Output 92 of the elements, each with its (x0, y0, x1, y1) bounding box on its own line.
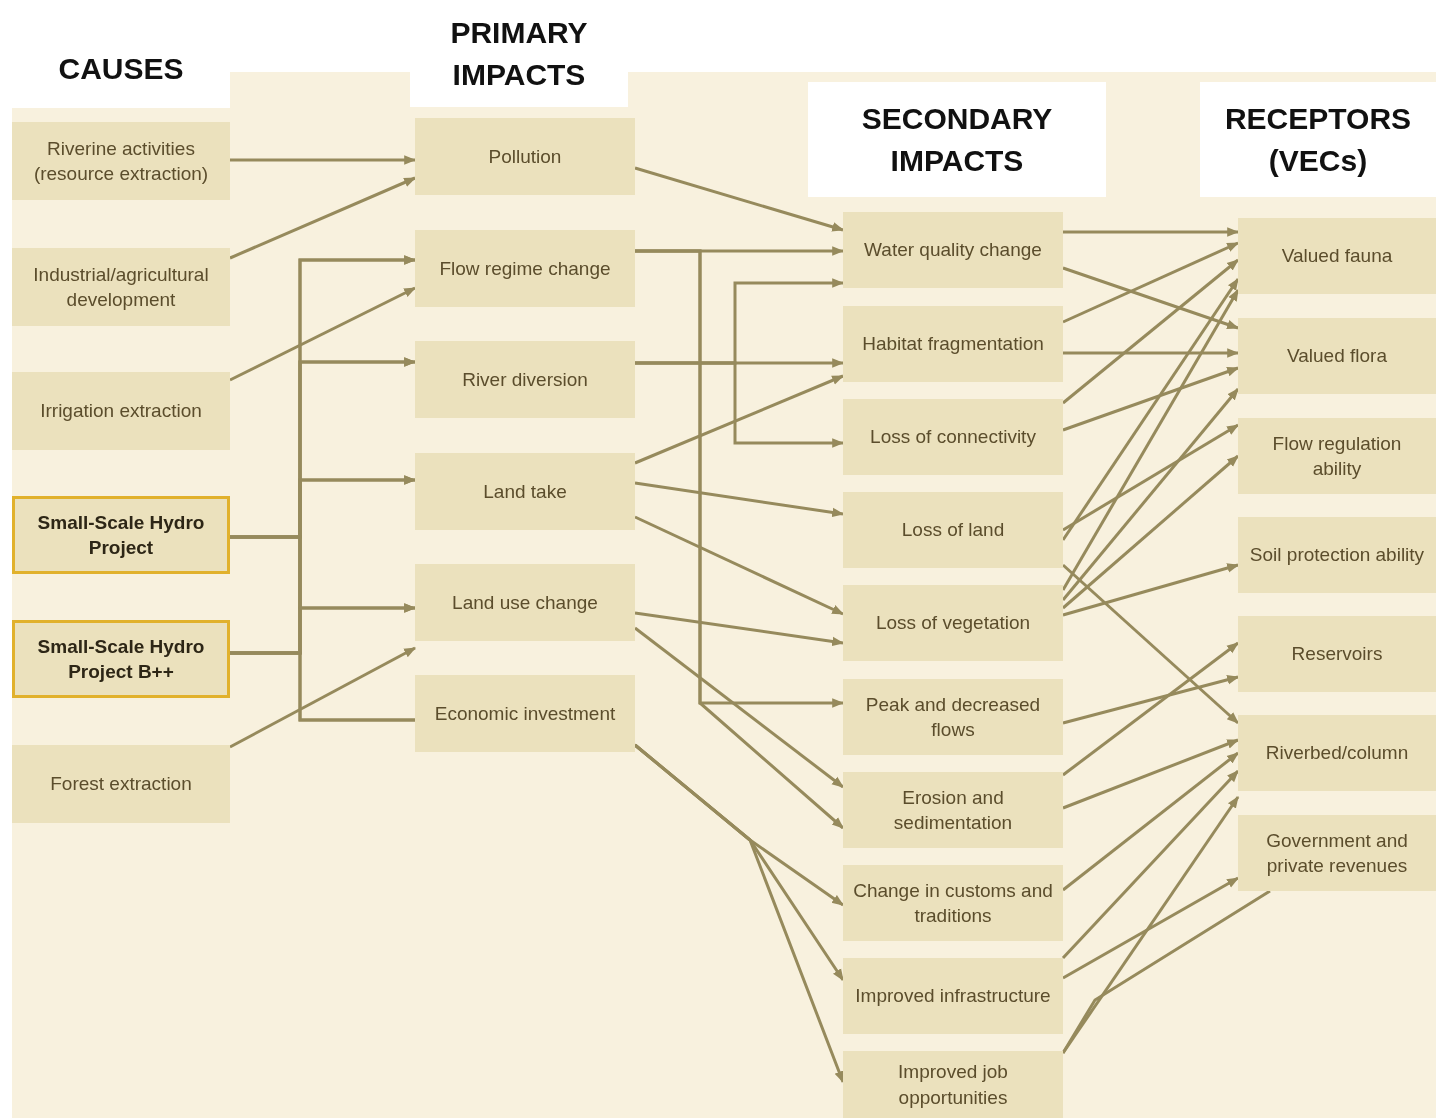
box-label: Industrial/agricultural development (32, 262, 210, 312)
arrow (635, 361, 845, 448)
arrow (634, 374, 845, 465)
process-box (12, 248, 230, 326)
box-label: Erosion and sedimentation (892, 785, 1014, 835)
box-label: Reservoirs (1291, 642, 1383, 667)
box-label: Improved job opportunities (897, 1060, 1009, 1110)
arrow (1062, 266, 1240, 330)
box-label: Government and private revenues (1265, 828, 1409, 878)
column-heading: PRIMARY IMPACTS (449, 14, 589, 93)
column-heading: SECONDARY IMPACTS (860, 100, 1054, 179)
process-box (12, 745, 230, 823)
arrow (634, 515, 845, 616)
process-box (415, 118, 635, 195)
process-box (415, 453, 635, 530)
box-label: Small-Scale Hydro Project (36, 510, 206, 560)
box-label: Valued flora (1287, 344, 1387, 369)
process-box (12, 372, 230, 450)
process-box (12, 122, 230, 200)
arrow (634, 166, 845, 232)
process-box (415, 675, 635, 752)
arrow (1062, 366, 1240, 432)
process-box (843, 306, 1063, 382)
arrow (1063, 227, 1240, 237)
arrow (230, 155, 417, 165)
box-label: Land take (483, 479, 567, 504)
box-label: Riverbed/column (1265, 741, 1409, 766)
arrow (634, 626, 844, 789)
box-label: Water quality change (864, 238, 1042, 263)
box-label: River diversion (462, 367, 588, 392)
process-box (1238, 715, 1436, 791)
box-label: Economic investment (434, 701, 616, 726)
arrow (1062, 675, 1240, 725)
box-label: Loss of land (901, 518, 1005, 543)
box-label: Pollution (488, 144, 562, 169)
box-label: Loss of connectivity (870, 425, 1036, 450)
arrow (1062, 454, 1239, 610)
process-box (843, 865, 1063, 941)
arrow (634, 611, 845, 647)
arrow (1061, 769, 1240, 960)
box-label: Irrigation extraction (40, 399, 202, 424)
process-box (1238, 616, 1436, 692)
arrow (229, 286, 417, 382)
box-label: Small-Scale Hydro Project B++ (36, 634, 206, 684)
box-label: Soil protection ability (1249, 543, 1425, 568)
arrow (1062, 563, 1239, 725)
arrow (229, 646, 417, 749)
arrow (1061, 288, 1240, 591)
process-box (843, 1051, 1063, 1118)
process-box (843, 679, 1063, 755)
arrow (1062, 641, 1239, 777)
box-label: Flow regulation ability (1271, 431, 1403, 481)
process-box (1238, 418, 1436, 494)
process-box (1238, 815, 1436, 891)
arrow (634, 743, 845, 1084)
box-label: Valued fauna (1281, 244, 1393, 269)
box-label: Land use change (452, 590, 598, 615)
arrow (635, 249, 844, 830)
arrow (1062, 876, 1240, 980)
process-box (843, 399, 1063, 475)
process-box (415, 230, 635, 307)
arrow (1062, 258, 1239, 405)
arrow (1062, 738, 1240, 810)
process-box (1238, 517, 1436, 593)
box-label: Loss of vegetation (875, 611, 1031, 636)
arrow (1062, 563, 1240, 617)
box-label: Peak and decreased flows (864, 692, 1042, 742)
box-label: Habitat fragmentation (862, 332, 1044, 357)
column-heading: RECEPTORS (VECs) (1223, 100, 1413, 179)
process-box (843, 958, 1063, 1034)
process-box (843, 212, 1063, 288)
box-label: Flow regime change (439, 256, 611, 281)
arrow (1063, 348, 1240, 358)
column-heading: CAUSES (58, 51, 184, 87)
arrow (1062, 241, 1240, 324)
box-label: Improved infrastructure (855, 984, 1051, 1009)
project-box (12, 620, 230, 698)
arrow (634, 481, 845, 518)
process-box (843, 585, 1063, 661)
arrow (1062, 751, 1239, 892)
process-box (415, 564, 635, 641)
project-box (12, 496, 230, 574)
process-box (843, 492, 1063, 568)
process-box (1238, 318, 1436, 394)
process-box (843, 772, 1063, 848)
box-label: Riverine activities (resource extraction) (32, 136, 210, 186)
arrow (1062, 423, 1240, 532)
process-box (415, 341, 635, 418)
arrow (229, 176, 417, 260)
box-label: Change in customs and traditions (852, 878, 1054, 928)
process-box (1238, 218, 1436, 294)
box-label: Forest extraction (50, 772, 192, 797)
